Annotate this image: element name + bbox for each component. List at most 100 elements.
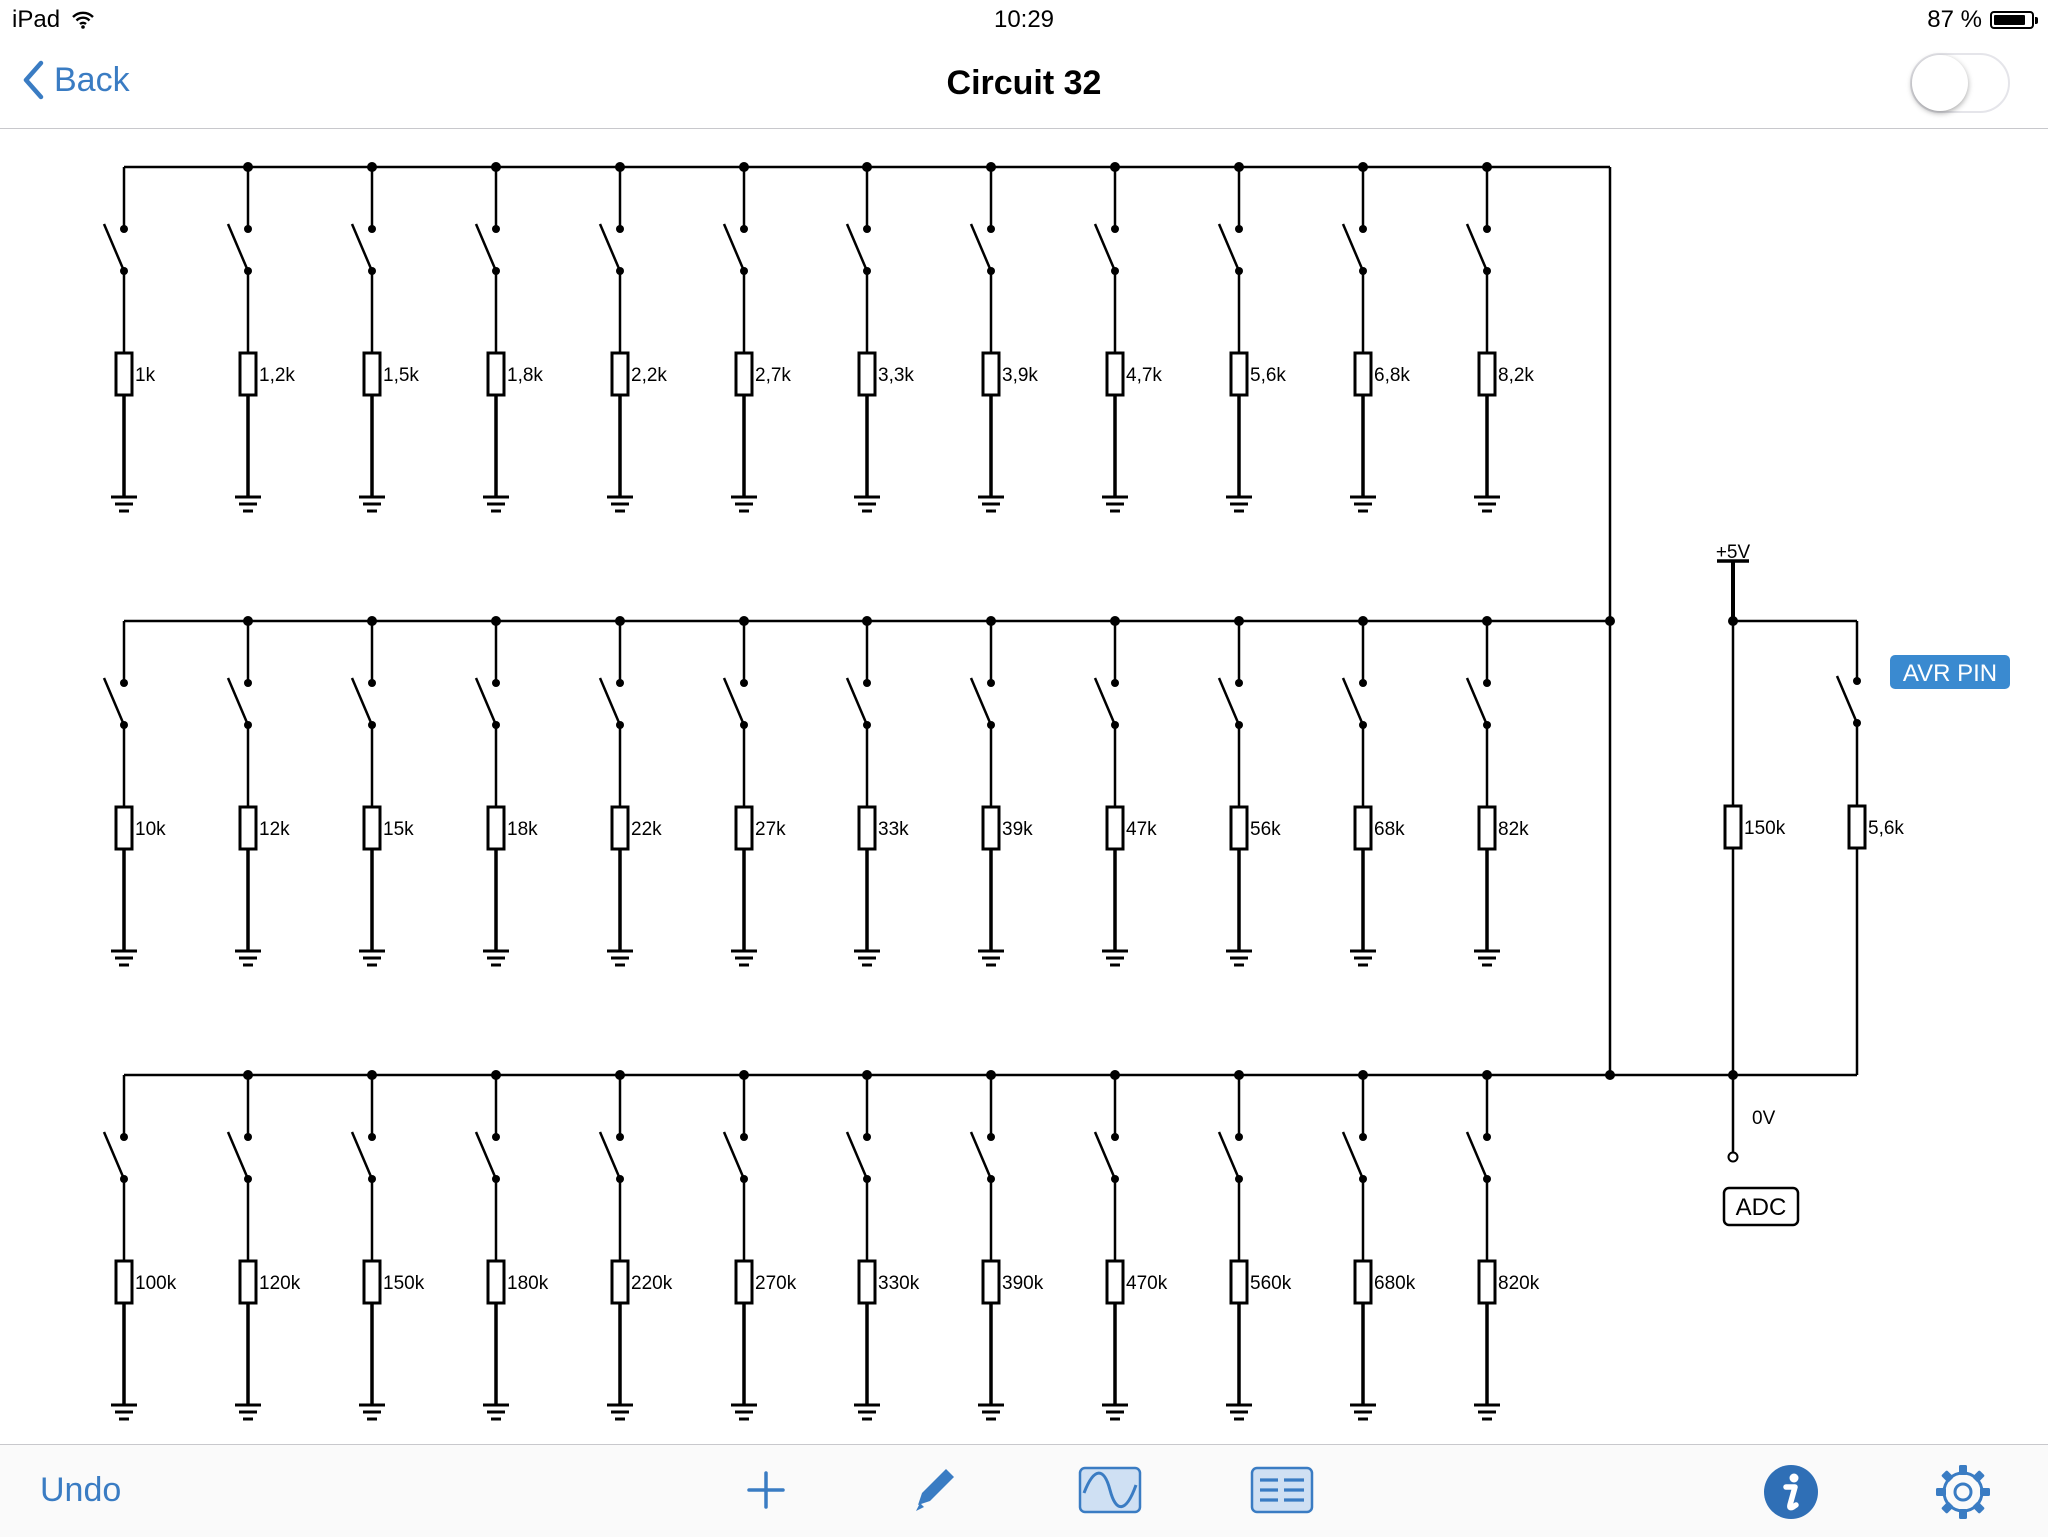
resistor-label: 220k <box>631 1273 673 1294</box>
resistor-branch: 390k <box>969 1075 1044 1421</box>
resistor-branch: 4,7k <box>1093 167 1162 513</box>
status-bar: iPad 10:29 87 % <box>0 0 2048 40</box>
resistor-branch: 18k <box>474 621 538 967</box>
resistor-branch: 1k <box>102 167 156 513</box>
resistor-label: 2,7k <box>755 365 791 386</box>
resistor-label: 1,5k <box>383 365 419 386</box>
resistor-label: 150k <box>383 1273 425 1294</box>
resistor-branch: 560k <box>1217 1075 1292 1421</box>
resistor-label: 6,8k <box>1374 365 1410 386</box>
undo-button[interactable]: Undo <box>40 1471 122 1509</box>
add-icon[interactable] <box>744 1463 788 1517</box>
resistor-branch: 2,2k <box>598 167 667 513</box>
info-icon[interactable] <box>1762 1463 1820 1521</box>
resistor-label: 22k <box>631 819 662 840</box>
waveform-icon[interactable] <box>1078 1463 1142 1517</box>
pencil-icon[interactable] <box>908 1463 960 1517</box>
resistor-branch: 3,3k <box>845 167 914 513</box>
avr-pin-label: AVR PIN <box>1903 660 1997 687</box>
switch-contact <box>1853 719 1861 727</box>
avr-pin-badge <box>1890 655 2010 689</box>
avr-resistor <box>1847 804 1867 850</box>
resistor-label: 68k <box>1374 819 1405 840</box>
junction-dot <box>1728 616 1738 626</box>
resistor-label: 470k <box>1126 1273 1168 1294</box>
resistor-label: 15k <box>383 819 414 840</box>
resistor-branch: 56k <box>1217 621 1281 967</box>
resistor-label: 56k <box>1250 819 1281 840</box>
resistor-label: 3,3k <box>878 365 914 386</box>
wifi-icon <box>72 11 94 29</box>
resistor-label: 1k <box>135 365 156 386</box>
resistor-branch: 12k <box>226 621 290 967</box>
resistor-label: 18k <box>507 819 538 840</box>
resistor-label: 3,9k <box>1002 365 1038 386</box>
pullup-label: 150k <box>1744 818 1786 839</box>
resistor-branch: 27k <box>722 621 786 967</box>
page-title: Circuit 32 <box>946 64 1102 102</box>
resistor-branch: 180k <box>474 1075 549 1421</box>
navigation-bar: Back Circuit 32 <box>0 40 2048 129</box>
junction-dot <box>1605 1070 1615 1080</box>
resistor-branch: 8,2k <box>1465 167 1534 513</box>
resistor-label: 33k <box>878 819 909 840</box>
resistor-branch: 15k <box>350 621 414 967</box>
junction-dot <box>1728 1070 1738 1080</box>
resistor-label: 180k <box>507 1273 549 1294</box>
resistor-branch: 39k <box>969 621 1033 967</box>
device-name: iPad <box>12 6 61 33</box>
resistor-branch: 47k <box>1093 621 1157 967</box>
resistor-label: 10k <box>135 819 166 840</box>
back-button[interactable]: Back <box>22 60 130 100</box>
resistor-label: 47k <box>1126 819 1157 840</box>
resistor-label: 390k <box>1002 1273 1044 1294</box>
resistor-branch: 820k <box>1465 1075 1540 1421</box>
resistor-label: 82k <box>1498 819 1529 840</box>
resistor-branch: 3,9k <box>969 167 1038 513</box>
resistor-label: 680k <box>1374 1273 1416 1294</box>
list-icon[interactable] <box>1250 1463 1314 1517</box>
resistor-label: 12k <box>259 819 290 840</box>
resistor-branch: 330k <box>845 1075 920 1421</box>
circuit-canvas[interactable]: 1k 1,2k 1,5k 1,8k 2,2k 2,7k 3,3k 3,9k 4,7k 5,6k 6,… <box>0 129 2048 1444</box>
adc-terminal <box>1727 1151 1739 1163</box>
junction-dot <box>1605 616 1615 626</box>
resistor-label: 560k <box>1250 1273 1292 1294</box>
chevron-left-icon <box>23 60 44 100</box>
back-label: Back <box>54 60 130 99</box>
resistor-label: 4,7k <box>1126 365 1162 386</box>
resistor-label: 1,8k <box>507 365 543 386</box>
supply-label: +5V <box>1716 542 1751 563</box>
resistor-label: 27k <box>755 819 786 840</box>
resistor-branch: 100k <box>102 1075 177 1421</box>
resistor-label: 100k <box>135 1273 177 1294</box>
resistor-branch: 10k <box>102 621 166 967</box>
resistor-label: 820k <box>1498 1273 1540 1294</box>
resistor-label: 330k <box>878 1273 920 1294</box>
adc-box <box>1722 1186 1800 1227</box>
battery-icon <box>1990 11 2038 29</box>
battery-percent: 87 % <box>1927 6 1982 33</box>
resistor-label: 1,2k <box>259 365 295 386</box>
bottom-toolbar: Undo <box>0 1444 2048 1537</box>
resistor-branch: 150k <box>350 1075 425 1421</box>
resistor-branch: 22k <box>598 621 662 967</box>
resistor-label: 5,6k <box>1250 365 1286 386</box>
resistor-label: 120k <box>259 1273 301 1294</box>
resistor-branch: 270k <box>722 1075 797 1421</box>
avr-resistor-label: 5,6k <box>1868 818 1904 839</box>
gear-icon[interactable] <box>1934 1463 1992 1521</box>
resistor-branch: 2,7k <box>722 167 791 513</box>
resistor-branch: 68k <box>1341 621 1405 967</box>
toggle-switch[interactable] <box>1910 53 2010 113</box>
clock: 10:29 <box>993 6 1055 33</box>
resistor-branch: 120k <box>226 1075 301 1421</box>
resistor-branch: 470k <box>1093 1075 1168 1421</box>
resistor-branch: 6,8k <box>1341 167 1410 513</box>
resistor-branch: 5,6k <box>1217 167 1286 513</box>
resistor-branch: 33k <box>845 621 909 967</box>
resistor-label: 270k <box>755 1273 797 1294</box>
resistor-branch: 1,5k <box>350 167 419 513</box>
resistor-branch: 1,2k <box>226 167 295 513</box>
resistor-branch: 220k <box>598 1075 673 1421</box>
